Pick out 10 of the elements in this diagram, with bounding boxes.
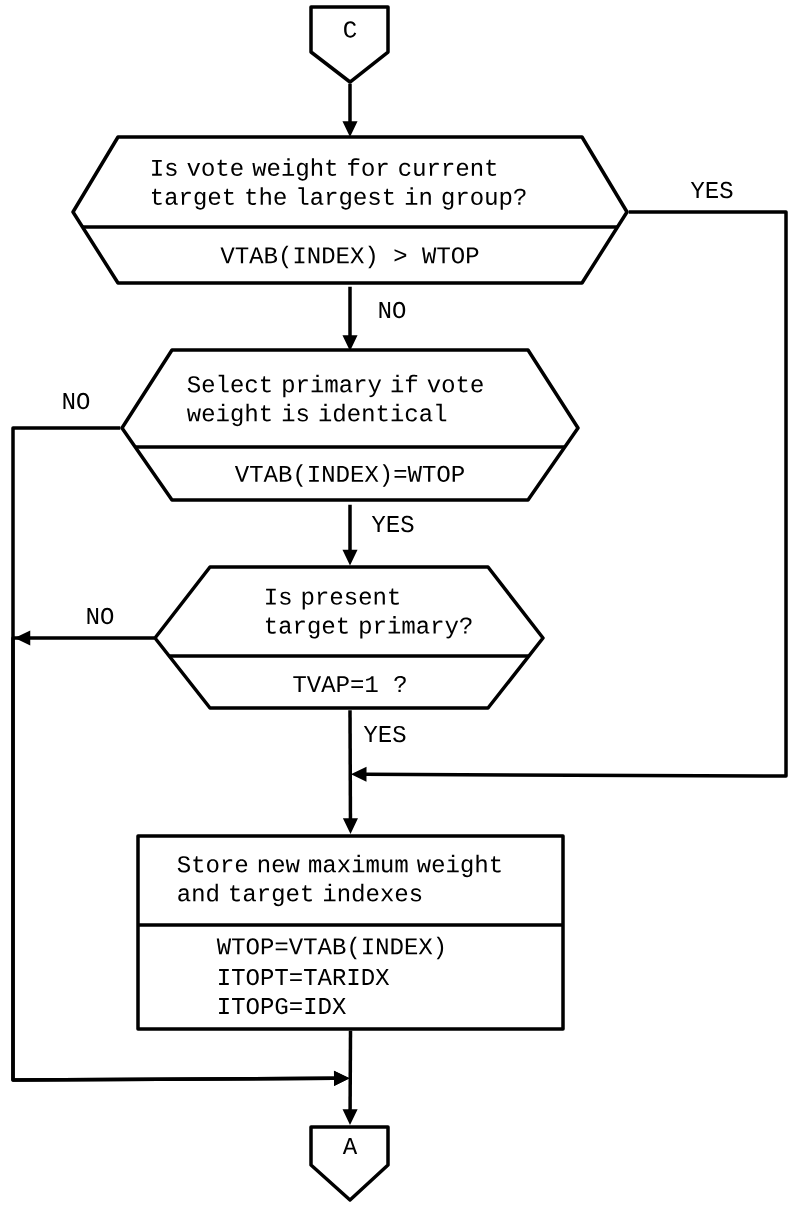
decision-box: Is present target primary? TVAP=1 ? <box>153 565 545 710</box>
decision-box: Select primary if vote weight is identical VTAB(INDEX)=WTOP <box>120 348 580 502</box>
decision-box: Is vote weight for current target the largest in group? VTAB(INDEX) > WTOP <box>71 135 629 285</box>
edge-label: YES <box>689 180 735 200</box>
edge-label: YES <box>370 514 416 534</box>
edge-label: NO <box>376 300 408 320</box>
edge-label: YES <box>362 724 408 744</box>
edge-label: NO <box>60 391 92 411</box>
edge-label: NO <box>84 606 116 626</box>
process-box: Store new maximum weight and target indexes WTOP=VTAB(INDEX) ITOPT=TARIDX ITOPG=IDX <box>136 834 565 1031</box>
